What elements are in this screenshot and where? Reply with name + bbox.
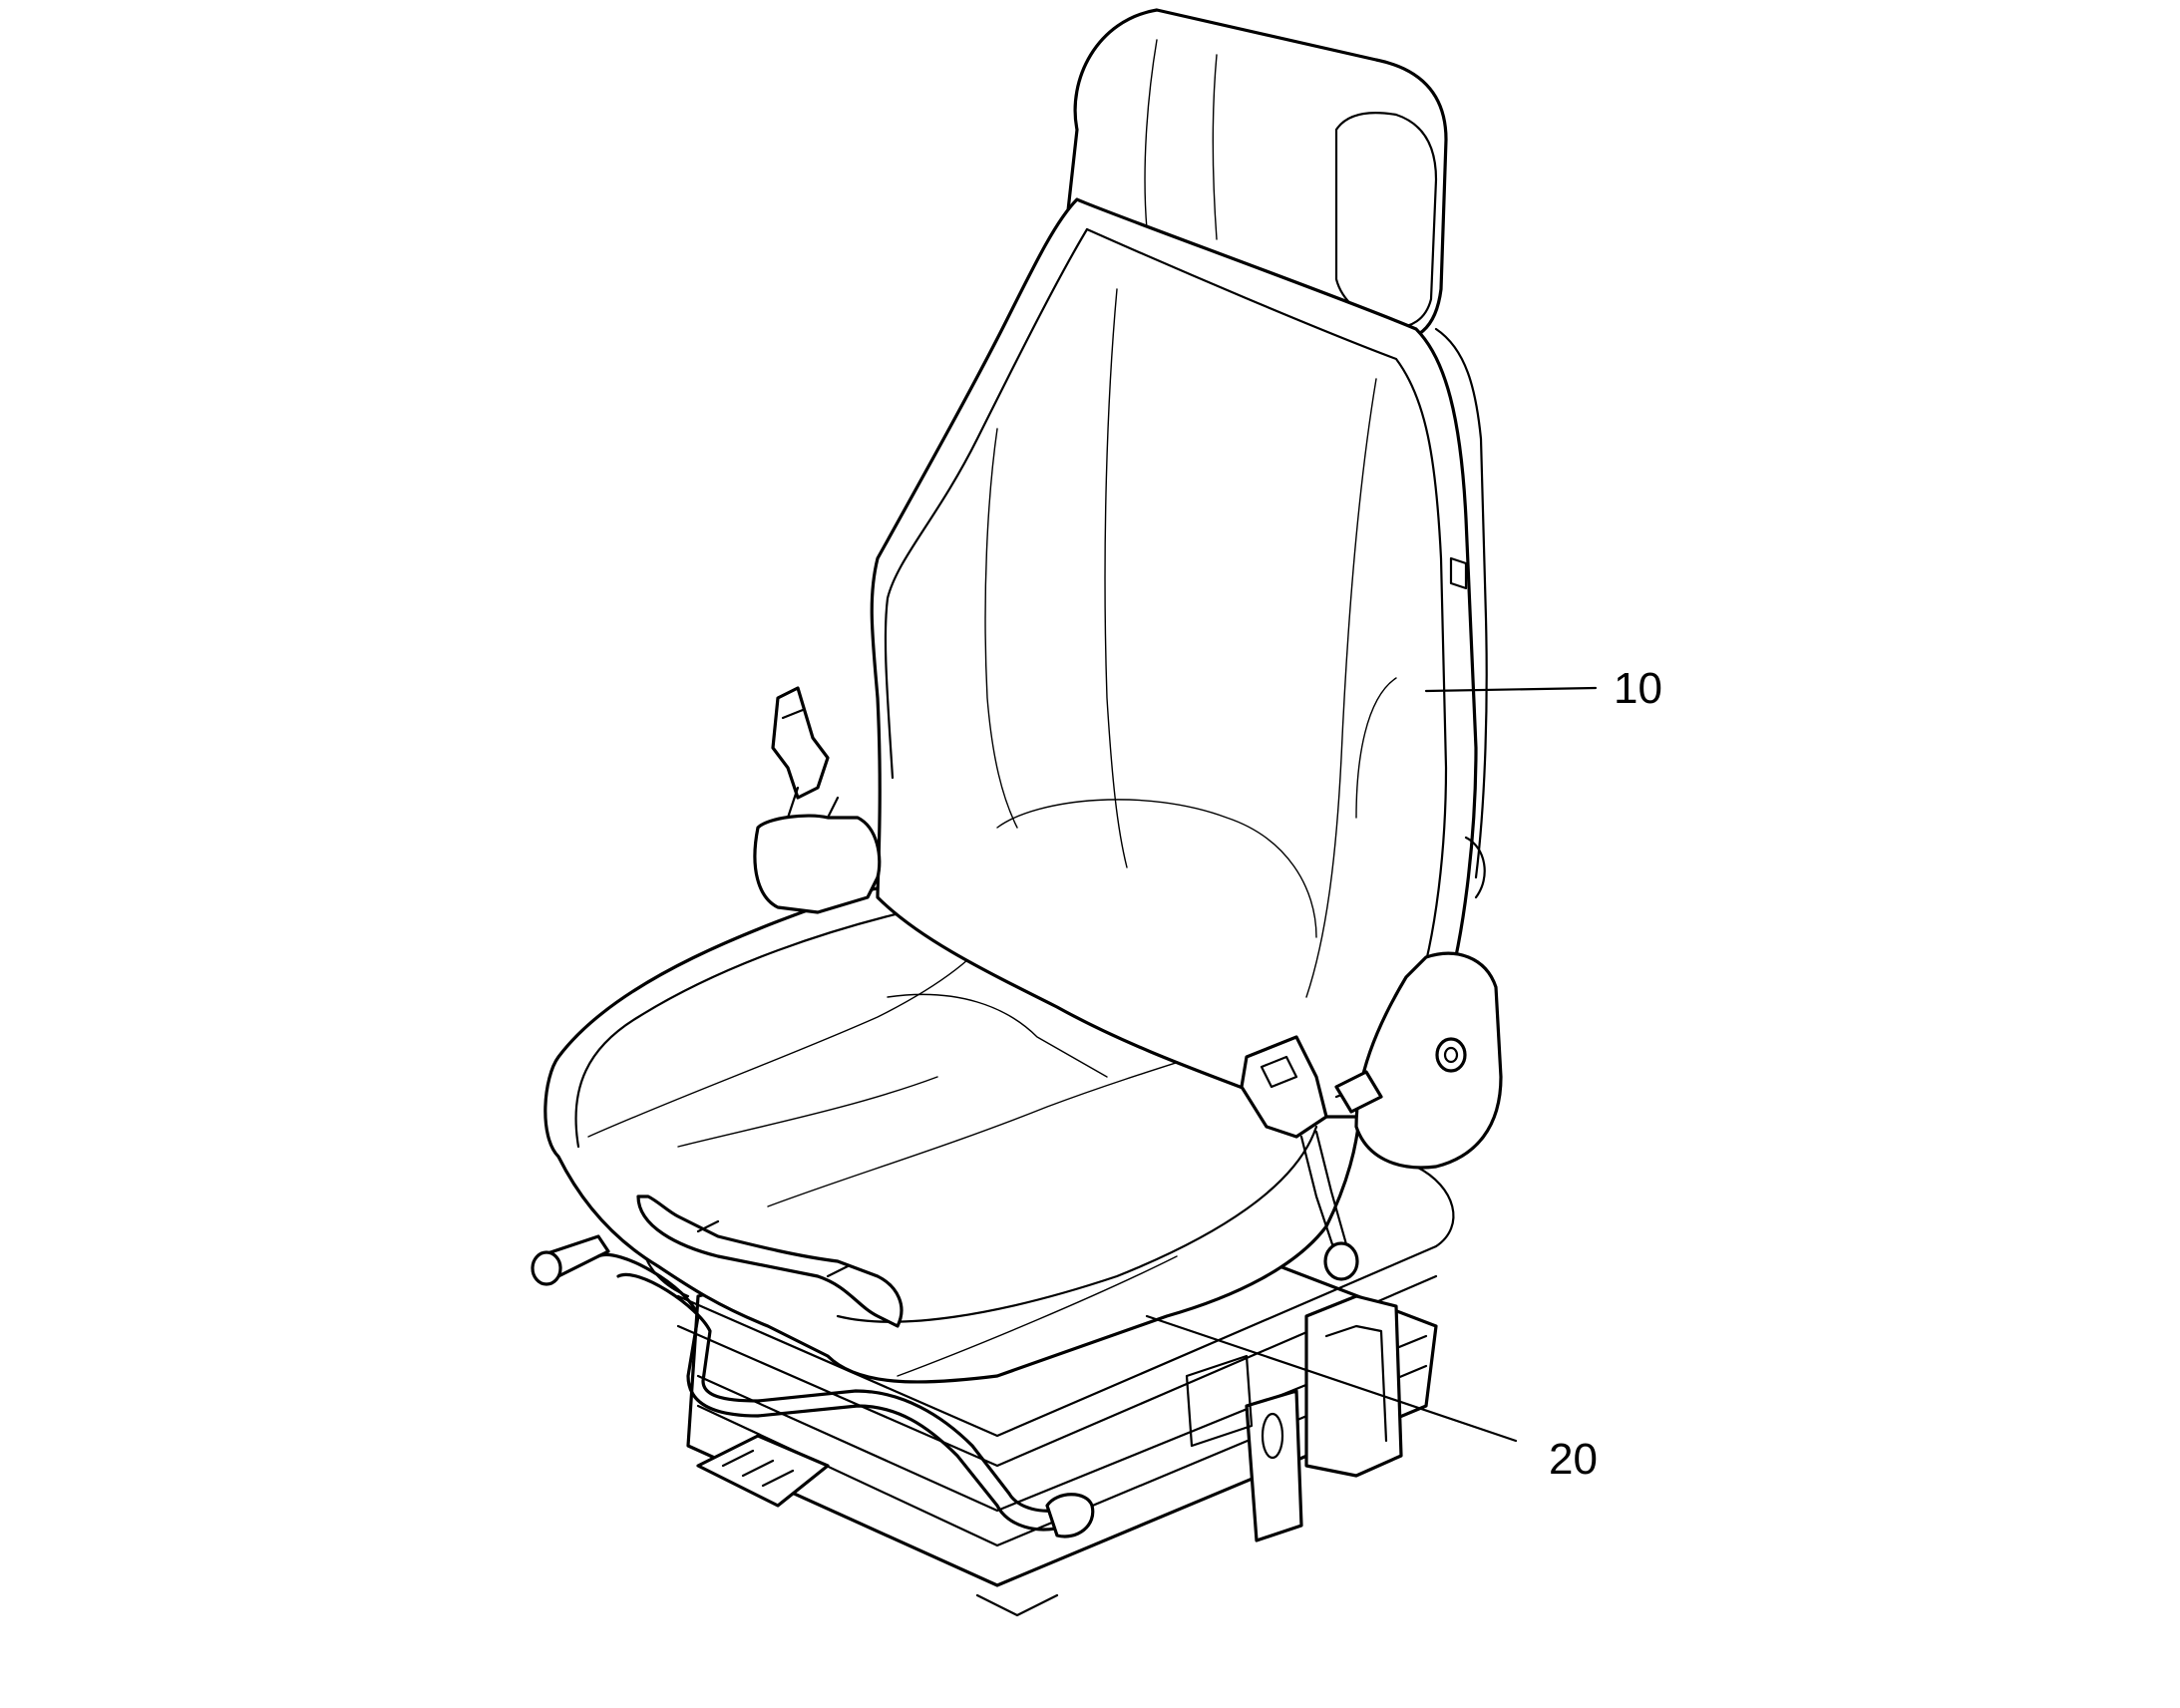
callout-label-10: 10 — [1614, 664, 1662, 713]
callout-10: 10 — [1424, 664, 1662, 713]
leader-line-20 — [1145, 1314, 1518, 1443]
slide-rail-handle — [531, 1234, 1095, 1538]
callout-label-20: 20 — [1549, 1435, 1598, 1484]
seat-belt — [753, 686, 1383, 1281]
leader-line-10 — [1424, 686, 1598, 693]
callout-20: 20 — [1145, 1314, 1598, 1484]
backrest — [870, 8, 1503, 1170]
